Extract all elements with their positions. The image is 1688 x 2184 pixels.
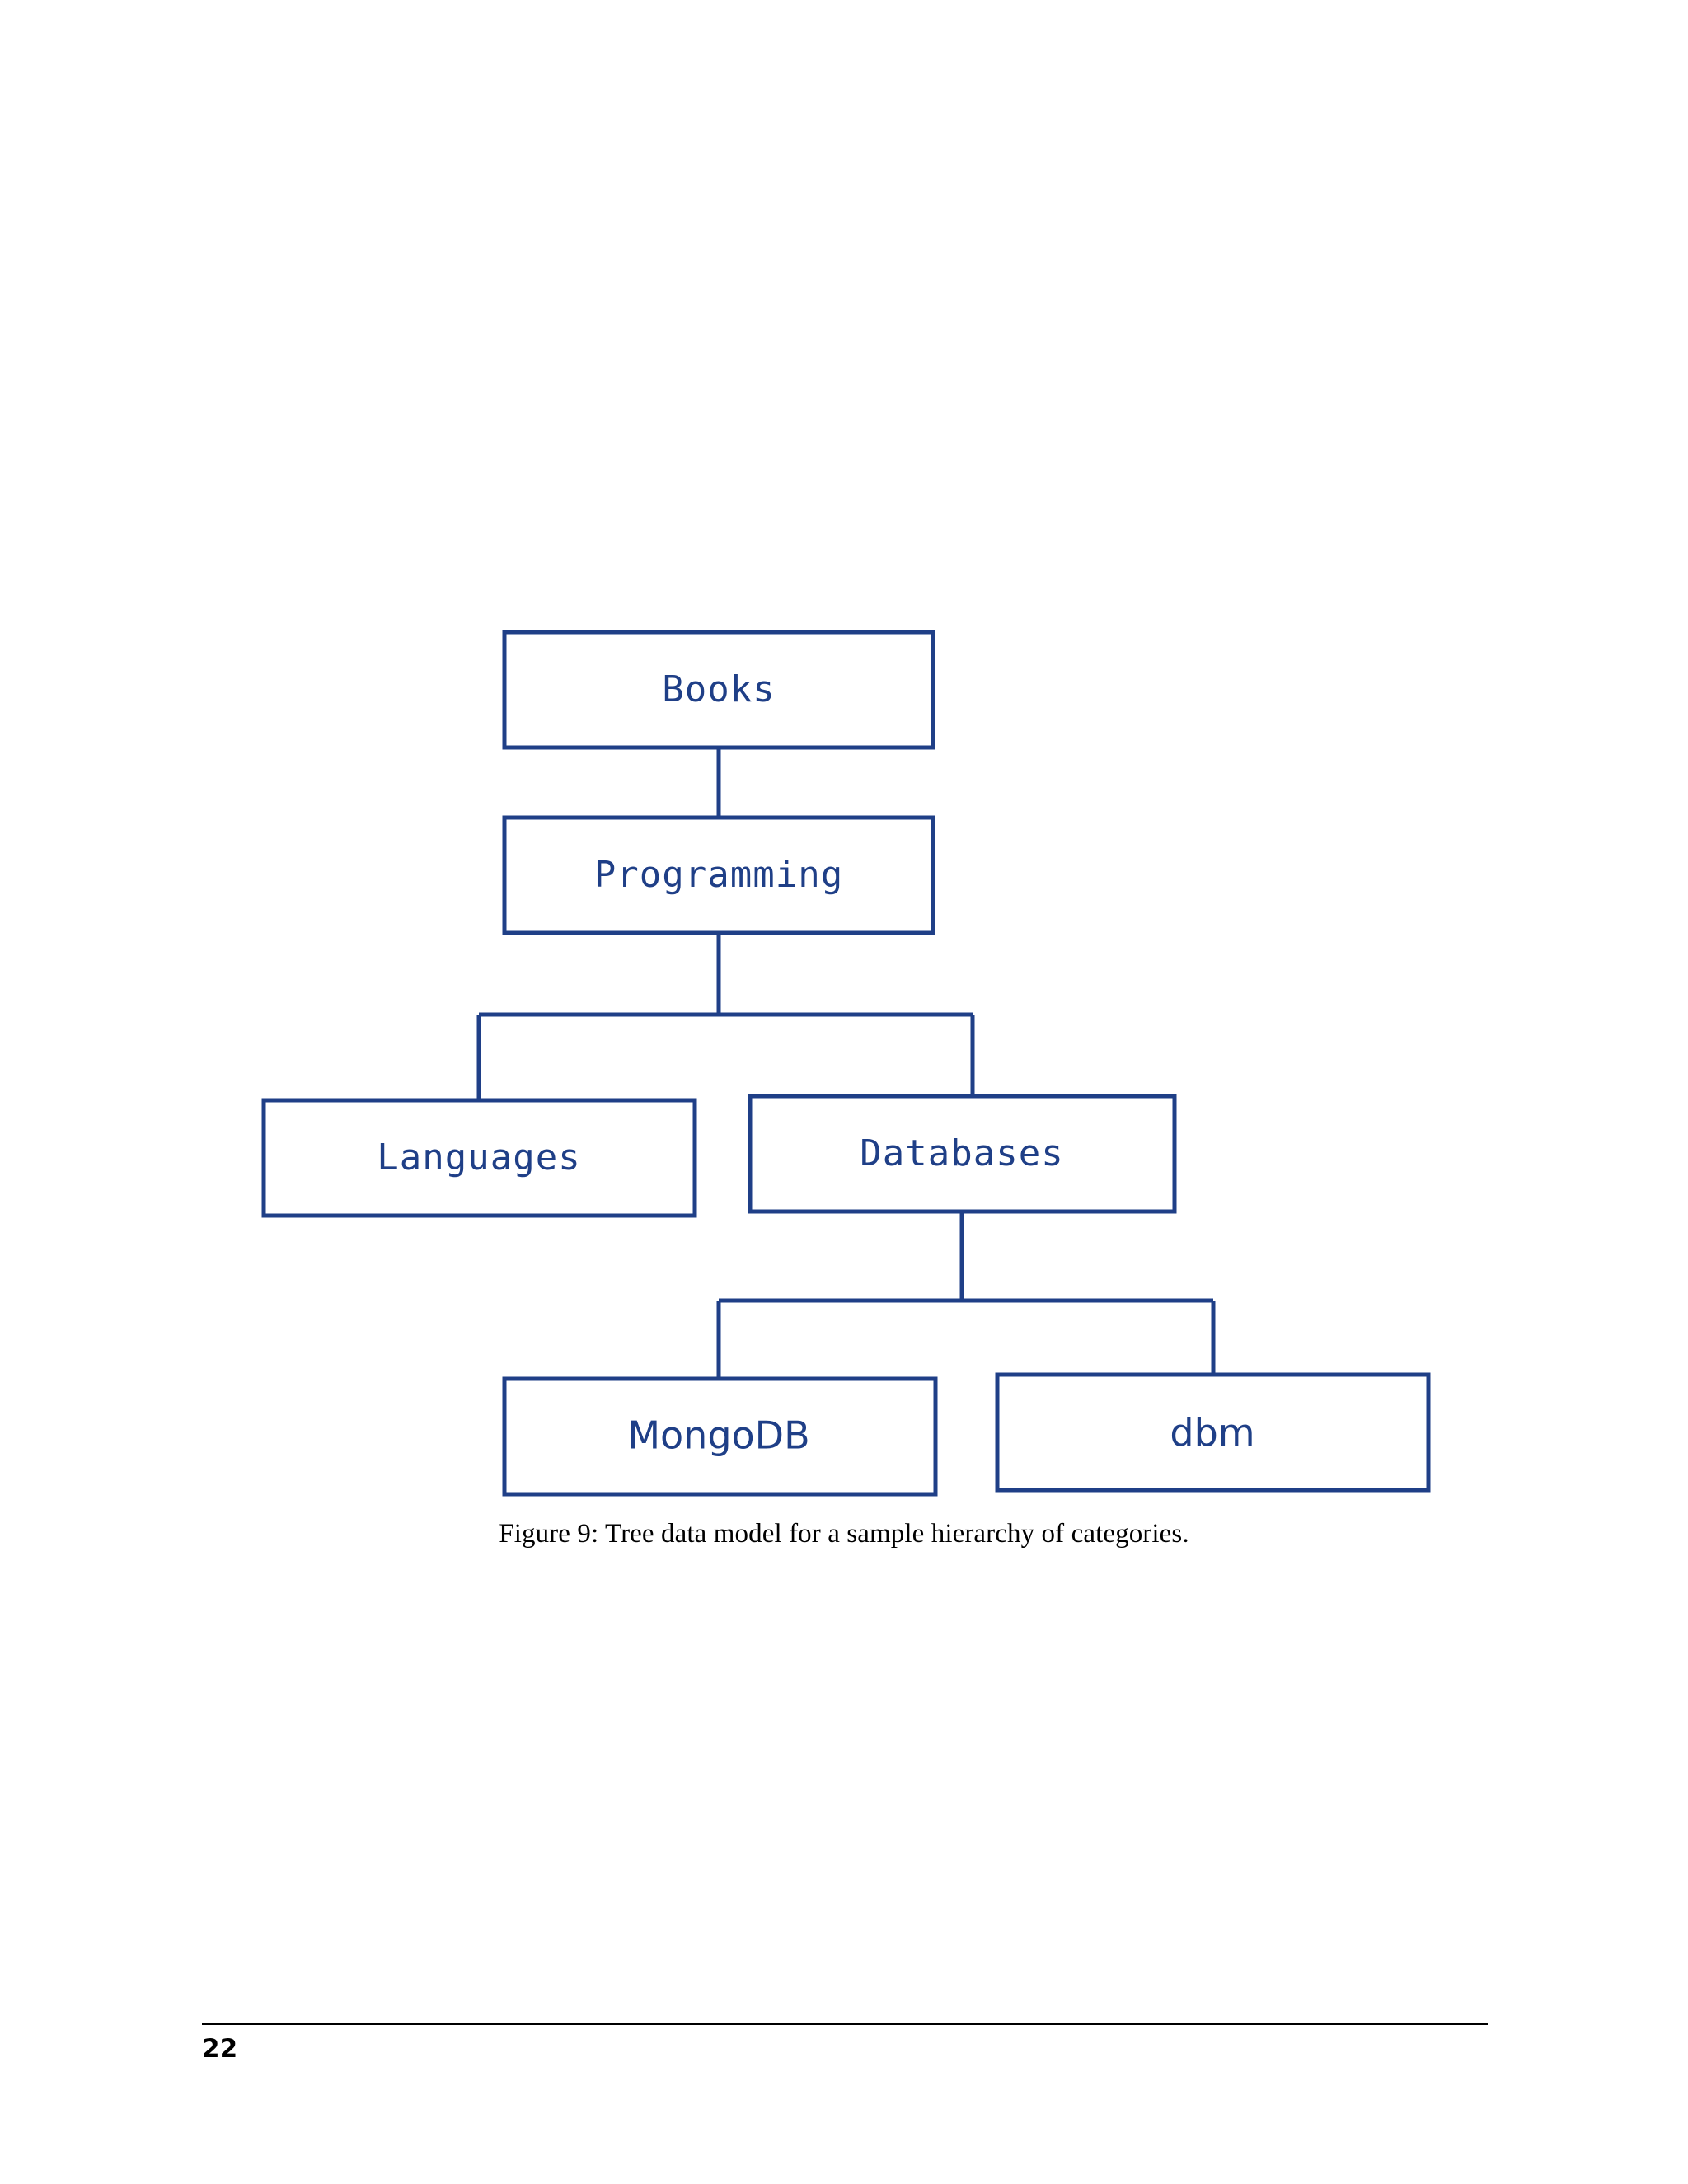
footer-divider [202, 2023, 1488, 2025]
tree-node-mongodb[interactable]: MongoDB [502, 1376, 938, 1497]
figure-caption: Figure 9: Tree data model for a sample h… [499, 1519, 1189, 1549]
tree-node-languages-label: Languages [377, 1137, 580, 1179]
page-footer: 22 [202, 2023, 1488, 2062]
tree-node-databases[interactable]: Databases [748, 1094, 1177, 1214]
tree-node-dbm-label: dbm [1170, 1411, 1254, 1455]
tree-node-languages[interactable]: Languages [261, 1098, 697, 1218]
tree-node-books-label: Books [662, 668, 775, 710]
page-number: 22 [202, 2034, 238, 2064]
tree-node-databases-box [748, 1094, 1177, 1214]
tree-node-programming-label: Programming [594, 854, 843, 896]
tree-diagram: Books Programming Languages Databases [261, 630, 1431, 1497]
tree-node-programming[interactable]: Programming [502, 815, 935, 935]
tree-node-languages-box [261, 1098, 697, 1218]
tree-node-mongodb-label: MongoDB [627, 1413, 809, 1458]
tree-diagram-svg: Books Programming Languages Databases [261, 630, 1431, 1497]
tree-node-dbm-box [995, 1372, 1431, 1493]
tree-node-dbm[interactable]: dbm [995, 1372, 1431, 1493]
tree-node-mongodb-box [502, 1376, 938, 1497]
tree-node-books[interactable]: Books [502, 630, 935, 750]
tree-node-programming-box [502, 815, 935, 935]
tree-node-books-box [502, 630, 935, 750]
tree-node-databases-label: Databases [860, 1132, 1063, 1174]
